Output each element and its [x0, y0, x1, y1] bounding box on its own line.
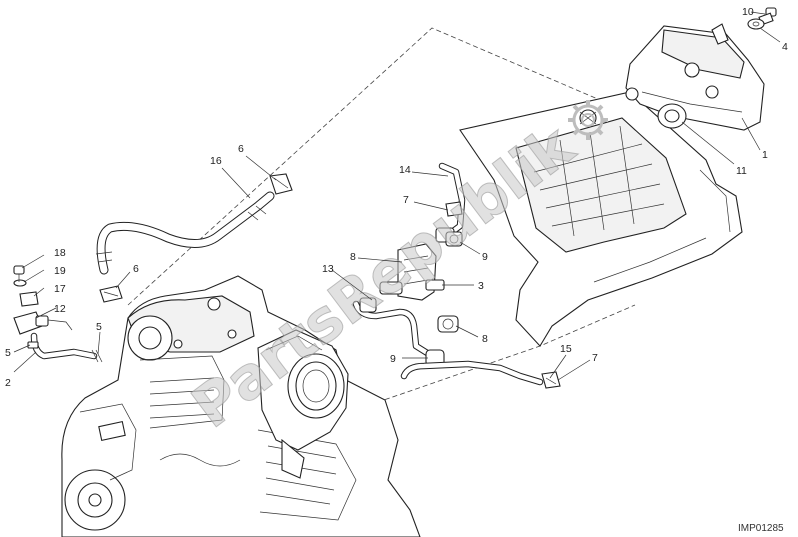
callout-19: 19: [54, 265, 66, 277]
fitting-9-upper: [445, 231, 463, 247]
callout-3: 3: [478, 280, 484, 292]
screw-18: [13, 265, 25, 282]
clamp-6-lower: [99, 285, 123, 303]
callout-15: 15: [560, 343, 572, 355]
callout-labels: 10 4 1 11 6 16 14 7 8 9 13 3 6 18 19 17 …: [5, 6, 788, 389]
callout-16: 16: [210, 155, 222, 167]
throttle-body: [257, 329, 349, 479]
callout-14: 14: [399, 164, 411, 176]
callout-7-upper: 7: [403, 194, 409, 206]
callout-9-lower: 9: [390, 353, 396, 365]
drawing-code: IMP01285: [738, 523, 784, 534]
fitting-8-lower: [437, 315, 459, 333]
clip-5-right: [91, 349, 103, 363]
hose-15: [400, 360, 544, 386]
callout-5-left: 5: [5, 347, 11, 359]
callout-9-upper: 9: [482, 251, 488, 263]
callout-2: 2: [5, 377, 11, 389]
airbox-assembly: [459, 91, 743, 347]
callout-6-upper: 6: [238, 143, 244, 155]
clamp-7-upper: [445, 201, 463, 217]
washer-4: [747, 18, 765, 30]
callout-8-upper: 8: [350, 251, 356, 263]
watermark-text: PartsRepublik: [180, 111, 588, 442]
hose-16: [95, 191, 275, 275]
valve-12: [13, 311, 73, 335]
grommet-11: [657, 103, 687, 129]
watermark-gear-icon: [568, 100, 608, 140]
callout-18: 18: [54, 247, 66, 259]
washer-19: [13, 279, 27, 287]
callout-17: 17: [54, 283, 66, 295]
resonator-canister: [625, 23, 765, 131]
callout-13: 13: [322, 263, 334, 275]
clip-5-left: [27, 341, 39, 349]
callout-6-lower: 6: [133, 263, 139, 275]
hose-13: [352, 297, 436, 360]
callout-7-lower: 7: [592, 352, 598, 364]
callout-8-lower: 8: [482, 333, 488, 345]
engine-block: [61, 275, 421, 537]
valve-block-3: [379, 243, 445, 301]
hose-2: [30, 332, 98, 360]
callout-11: 11: [736, 165, 747, 177]
bracket-17: [19, 291, 39, 307]
callout-10: 10: [742, 6, 754, 18]
hose-14: [438, 162, 466, 236]
callout-4: 4: [782, 41, 788, 53]
callout-12: 12: [54, 303, 66, 315]
clamp-6-upper: [269, 173, 293, 195]
callout-5-right: 5: [96, 321, 102, 333]
clamp-7-lower: [541, 371, 561, 389]
callout-1: 1: [762, 149, 768, 161]
leader-lines: [13, 11, 781, 381]
